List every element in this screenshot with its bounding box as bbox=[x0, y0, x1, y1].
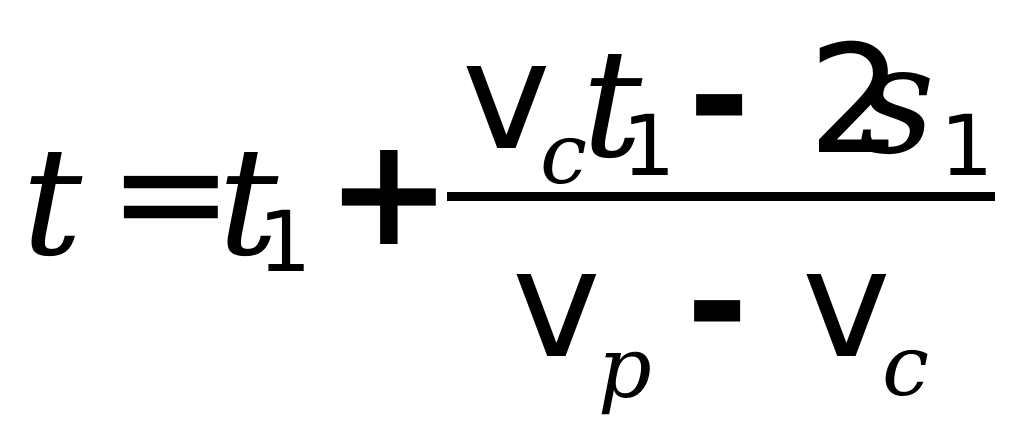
denominator-v-subscript-p: p bbox=[598, 319, 652, 417]
numerator-minus: - bbox=[688, 10, 751, 184]
numerator-t: t bbox=[582, 18, 643, 192]
denominator-minus: - bbox=[686, 216, 749, 390]
equals-sign: = bbox=[108, 106, 234, 280]
numerator-v: v bbox=[462, 10, 551, 184]
lhs-variable-t: t bbox=[22, 116, 83, 290]
numerator-v-subscript-c: c bbox=[540, 105, 588, 203]
numerator-s: s bbox=[858, 14, 935, 188]
denominator-v-subscript-c: c bbox=[882, 317, 930, 415]
numerator-coefficient-2: 2 bbox=[808, 14, 904, 188]
term-subscript-1: 1 bbox=[258, 193, 312, 291]
denominator-v-first: v bbox=[512, 218, 601, 392]
numerator-t-subscript-1: 1 bbox=[622, 97, 676, 195]
plus-sign: + bbox=[326, 106, 452, 280]
numerator-s-subscript-1: 1 bbox=[940, 97, 994, 195]
fraction-bar bbox=[447, 192, 995, 201]
term-variable-t: t bbox=[218, 116, 279, 290]
denominator-v-second: v bbox=[802, 218, 891, 392]
